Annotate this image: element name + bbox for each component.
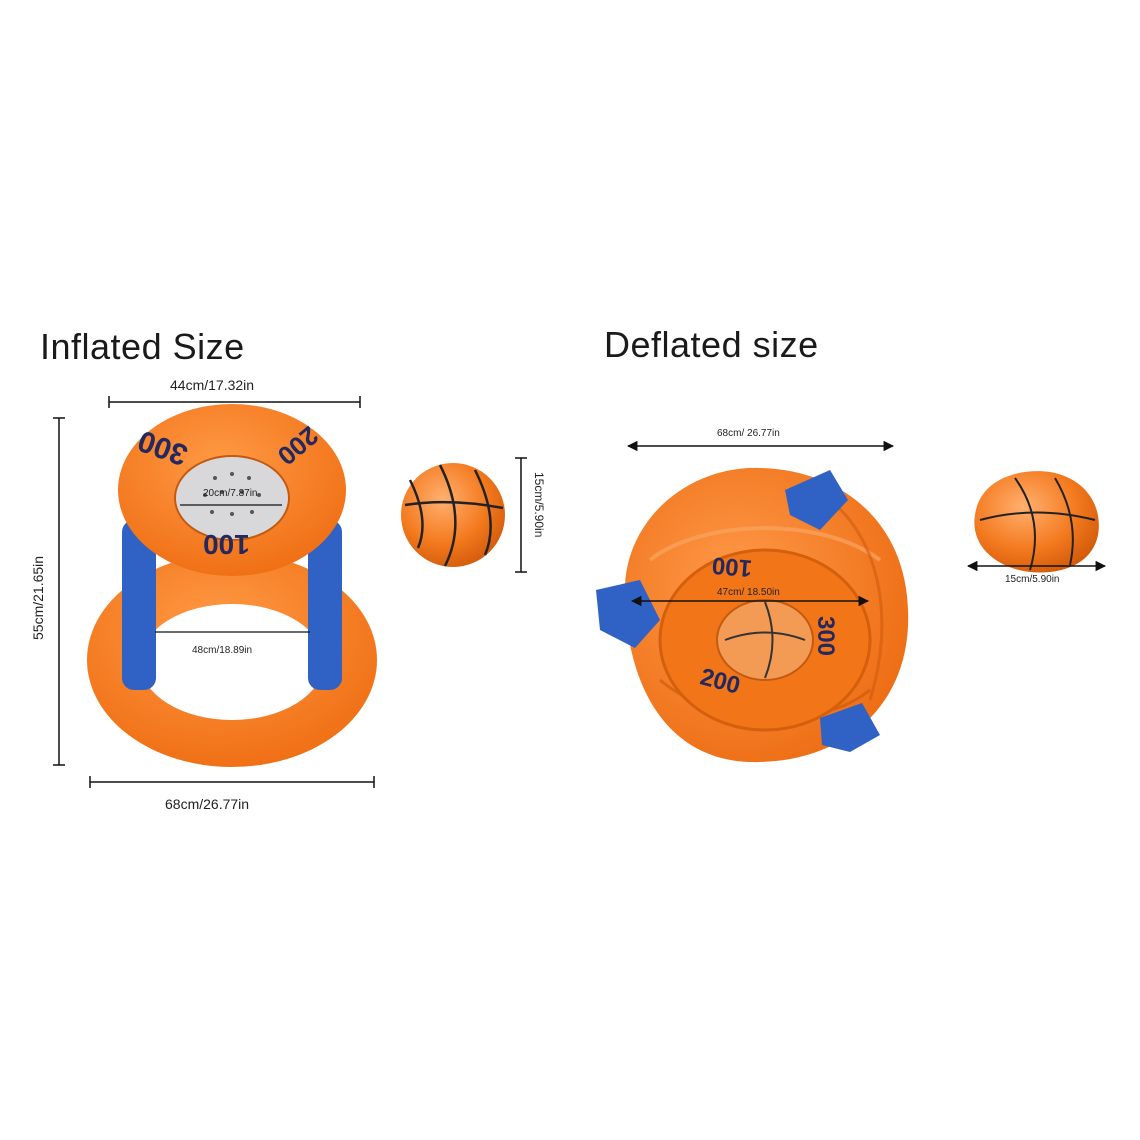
base-width-label: 68cm/26.77in [165, 796, 250, 812]
deflated-ball [974, 471, 1099, 573]
hoop-net [174, 455, 290, 541]
deflated-width-label: 68cm/ 26.77in [717, 428, 780, 439]
deflated-size-title: Deflated size [604, 324, 819, 365]
inflated-size-title: Inflated Size [40, 326, 245, 367]
left-leg [122, 520, 156, 690]
score-100-inflated: 100 [203, 529, 250, 560]
ball-size-label: 15cm/5.90in [532, 472, 546, 538]
score-300-deflated: 300 [812, 615, 840, 657]
blue-flap-top [785, 470, 848, 530]
deflated-inner-label: 47cm/ 18.50in [717, 587, 780, 598]
base-inner-label: 48cm/18.89in [192, 645, 253, 656]
deflated-ball-label: 15cm/5.90in [1005, 574, 1060, 585]
blue-flap-bottom [820, 703, 880, 752]
score-100-deflated: 100 [710, 551, 754, 582]
inflated-ball [401, 463, 505, 567]
right-leg [308, 520, 342, 690]
top-width-label: 44cm/17.32in [170, 377, 255, 393]
height-label: 55cm/21.65in [30, 555, 46, 640]
hoop-inner-label: 20cm/7.87in [203, 488, 258, 499]
